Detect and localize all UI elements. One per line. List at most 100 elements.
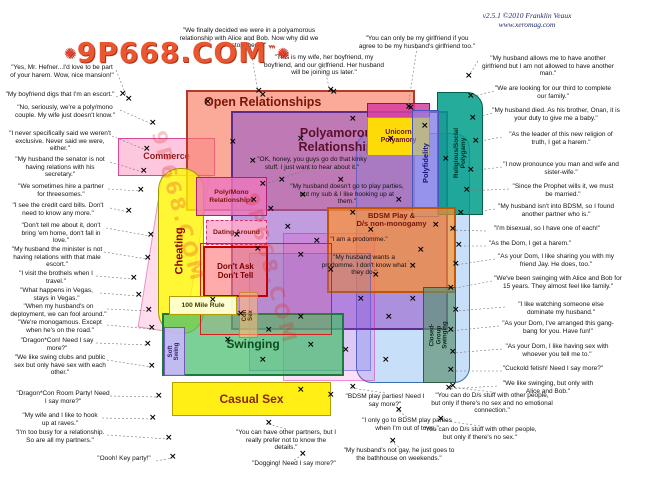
x-mark: ×	[130, 273, 138, 283]
x-mark: ×	[389, 436, 397, 446]
x-mark: ×	[267, 204, 275, 214]
region-label-soft-swing: Soft Swing	[168, 342, 181, 361]
annotation: "You can do D/s stuff with other people,…	[423, 426, 537, 441]
region-soft-swing: Soft Swing	[164, 327, 185, 376]
x-mark: ×	[337, 175, 345, 185]
leader-line	[109, 395, 159, 398]
annotation: "I'm too busy for a relationship. So are…	[15, 429, 105, 444]
annotation: "You can do D/s stuff with other people,…	[431, 392, 553, 415]
region-label-bdsm-play: BDSM Play & D/s non-monogamy	[356, 211, 427, 229]
annotation: "As the leader of this new religion of t…	[509, 131, 613, 146]
x-mark: ×	[209, 295, 217, 305]
watermark-ornament-icon: ✺	[277, 46, 290, 62]
annotation: "Oooh! Key party!"	[97, 455, 151, 462]
x-mark: ×	[409, 261, 417, 271]
x-mark: ×	[327, 390, 335, 400]
region-con-sex: Con Sex	[239, 292, 258, 338]
x-mark: ×	[449, 381, 457, 391]
x-mark: ×	[233, 230, 241, 240]
x-mark: ×	[417, 245, 425, 255]
annotation: "I am a prodomme."	[330, 236, 388, 243]
x-mark: ×	[119, 89, 127, 99]
x-mark: ×	[432, 220, 440, 230]
x-mark: ×	[297, 134, 305, 144]
x-mark: ×	[387, 134, 395, 144]
x-mark: ×	[449, 224, 457, 234]
x-mark: ×	[447, 283, 455, 293]
region-hundred-mile-rule: 100 Mile Rule	[169, 296, 237, 315]
x-mark: ×	[407, 103, 415, 113]
x-mark: ×	[224, 335, 232, 345]
x-mark: ×	[145, 305, 153, 315]
region-label-dating-around: Dating Around	[213, 228, 260, 236]
region-label-polyfidelity: Polyfidelity	[420, 143, 430, 184]
x-mark: ×	[467, 165, 475, 175]
x-mark: ×	[149, 118, 157, 128]
x-mark: ×	[342, 345, 350, 355]
annotation: "As your Dom, I like sharing you with my…	[497, 253, 615, 268]
annotation: "My husband isn't into BDSM, so I found …	[498, 203, 614, 218]
x-mark: ×	[137, 185, 145, 195]
x-mark: ×	[349, 208, 357, 218]
annotation: "My wife and I like to hook up at raves.…	[22, 412, 98, 427]
x-mark: ×	[148, 323, 156, 333]
x-mark: ×	[452, 259, 460, 269]
x-mark: ×	[437, 414, 445, 424]
annotation: "Don't tell me about it, don't bring 'em…	[21, 222, 101, 245]
x-mark: ×	[165, 433, 173, 443]
x-mark: ×	[265, 325, 273, 335]
region-label-unicorn-polyamory: Unicorn Polyamory	[380, 128, 417, 144]
annotation: "You can have other partners, but I real…	[236, 429, 336, 452]
x-mark: ×	[254, 244, 262, 254]
x-mark: ×	[259, 179, 267, 189]
annotation: "My boyfriend digs that I'm an escort."	[5, 91, 115, 98]
x-mark: ×	[357, 294, 365, 304]
x-mark: ×	[452, 305, 460, 315]
region-casual-sex: Casual Sex	[172, 382, 331, 416]
x-mark: ×	[327, 85, 335, 95]
leader-line	[106, 434, 169, 440]
x-mark: ×	[421, 121, 429, 131]
annotation: "I never specifically said we weren't ex…	[9, 130, 111, 153]
region-label-open-relationships: Open Relationships	[204, 95, 322, 109]
x-mark: ×	[144, 253, 152, 263]
x-mark: ×	[169, 452, 177, 462]
x-mark: ×	[349, 114, 357, 124]
annotation: "My husband doesn't go to play parties, …	[290, 183, 404, 206]
x-mark: ×	[135, 290, 143, 300]
x-mark: ×	[330, 87, 338, 97]
x-mark: ×	[382, 355, 390, 365]
x-mark: ×	[467, 91, 475, 101]
x-mark: ×	[465, 71, 473, 81]
x-mark: ×	[149, 413, 157, 423]
x-mark: ×	[395, 195, 403, 205]
version-credit: v2.5.1 ©2010 Franklin Veaux www.xeromag.…	[472, 11, 582, 30]
x-mark: ×	[409, 294, 417, 304]
leader-line	[99, 292, 139, 297]
x-mark: ×	[140, 166, 148, 176]
x-mark: ×	[250, 195, 258, 205]
x-mark: ×	[385, 312, 393, 322]
x-mark: ×	[249, 156, 257, 166]
x-mark: ×	[472, 136, 480, 146]
x-mark: ×	[265, 418, 273, 428]
region-polyfidelity: Polyfidelity	[412, 110, 439, 217]
annotation: "As your Dom, I've arranged this gang-ba…	[502, 320, 614, 335]
x-mark: ×	[259, 90, 267, 100]
x-mark: ×	[259, 355, 267, 365]
annotation: "I now pronounce you man and wife and si…	[503, 161, 619, 176]
x-mark: ×	[449, 347, 457, 357]
annotation: "My husband wants a prodomme. I don't kn…	[321, 254, 407, 277]
annotation: "I visit the brothels when I travel."	[19, 270, 93, 285]
annotation: "As your Dom, I like having sex with who…	[505, 343, 609, 358]
x-mark: ×	[148, 361, 156, 371]
annotation: "We've been swinging with Alice and Bob …	[494, 275, 622, 290]
annotation: "We like swing clubs and public sex but …	[14, 354, 106, 377]
region-label-hundred-mile-rule: 100 Mile Rule	[181, 301, 225, 309]
x-mark: ×	[447, 325, 455, 335]
watermark-text: 9P668.COM	[76, 36, 268, 69]
annotation: "Cuckold fetish! Need I say more?"	[502, 365, 604, 372]
annotation: "Dragon*Con Room Party! Need I say more?…	[16, 390, 110, 405]
x-mark: ×	[144, 339, 152, 349]
x-mark: ×	[255, 86, 263, 96]
